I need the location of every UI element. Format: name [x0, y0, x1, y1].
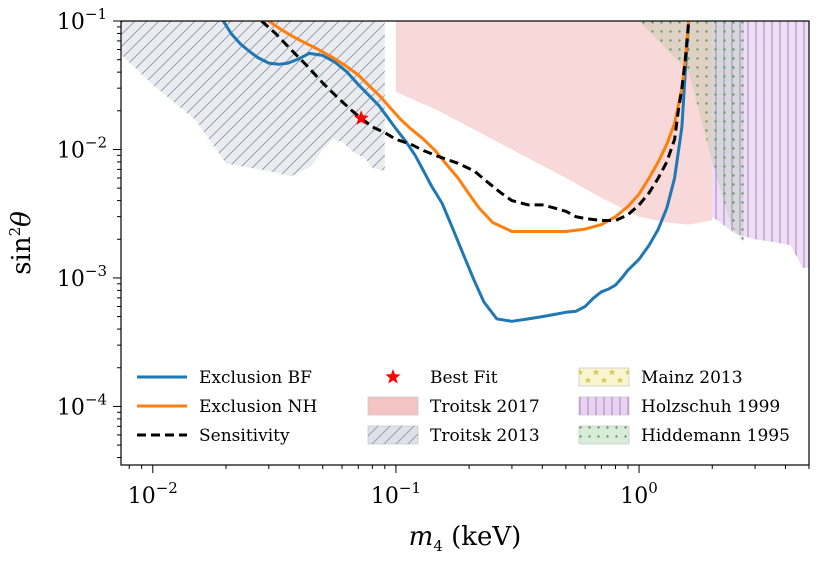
excluded-regions [121, 21, 809, 268]
plot-frame [120, 20, 810, 466]
legend-hatch-swatch [579, 368, 629, 386]
legend-patch-swatch [367, 396, 419, 416]
legend-entry-sensitivity: Sensitivity [137, 426, 290, 446]
region-hiddemann-1995 [452, 21, 744, 243]
legend-label: Holzschuh 1999 [641, 397, 780, 417]
legend-entry-holzschuh-1999: Holzschuh 1999 [578, 396, 780, 417]
markers [353, 110, 369, 125]
legend-label: Exclusion NH [199, 397, 317, 417]
legend-entry-exclusion-bf: Exclusion BF [137, 368, 312, 388]
legend-entry-troitsk-2013: Troitsk 2013 [367, 425, 540, 446]
legend-hatch-swatch [579, 397, 629, 415]
region-troitsk-2017 [395, 21, 713, 225]
series-exclusion-bf [221, 21, 691, 323]
series-sensitivity [260, 21, 691, 222]
y-axis-label: sin2θ [6, 211, 37, 275]
legend: Exclusion BF Exclusion NH Sensitivity Best … [137, 367, 790, 446]
legend-entry-hiddemann-1995: Hiddemann 1995 [578, 425, 790, 446]
axis-ticks: 10−2 10−1 100 10−1 10−2 10−3 10−4 [57, 5, 810, 509]
series-exclusion-nh [267, 21, 691, 233]
legend-label: Troitsk 2013 [430, 426, 540, 446]
x-tick-label: 10−1 [371, 479, 421, 509]
legend-entry-mainz-2013: Mainz 2013 [578, 367, 743, 388]
y-tick-label: 10−1 [57, 5, 107, 35]
legend-label: Sensitivity [199, 426, 290, 446]
legend-hatch-swatch [368, 426, 418, 444]
y-tick-label: 10−2 [57, 133, 107, 163]
legend-label: Exclusion BF [199, 368, 312, 388]
legend-label: Hiddemann 1995 [641, 426, 790, 446]
legend-entry-best-fit: Best Fit [385, 368, 498, 388]
legend-label: Troitsk 2017 [430, 397, 540, 417]
best-fit-marker [353, 110, 369, 125]
y-tick-label: 10−4 [57, 390, 107, 420]
region-troitsk-2013 [121, 21, 385, 177]
y-tick-label: 10−3 [57, 262, 107, 292]
curves [221, 21, 691, 323]
legend-star-swatch [385, 369, 401, 384]
legend-entry-troitsk-2017: Troitsk 2017 [367, 396, 540, 417]
legend-label: Mainz 2013 [641, 368, 743, 388]
x-tick-label: 100 [620, 479, 658, 509]
legend-entry-exclusion-nh: Exclusion NH [137, 397, 317, 417]
legend-hatch-swatch [579, 426, 629, 444]
legend-label: Best Fit [430, 368, 498, 388]
x-axis-label: m4 (keV) [409, 522, 522, 555]
x-tick-label: 10−2 [128, 479, 178, 509]
